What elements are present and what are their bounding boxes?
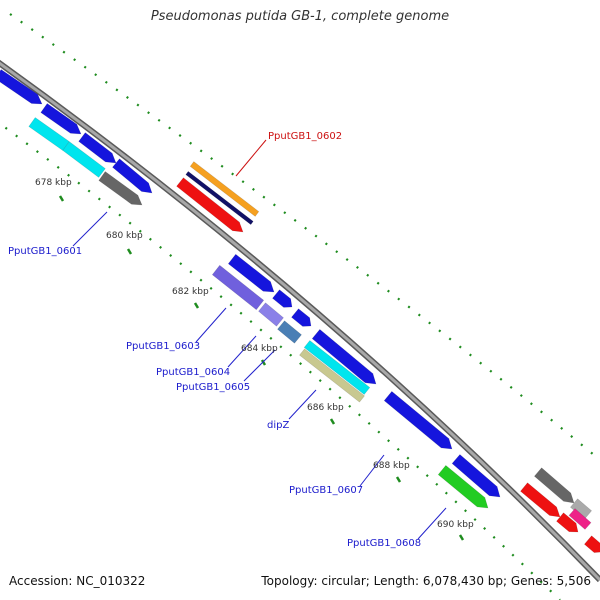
gene-arrow bbox=[176, 177, 244, 233]
leader-line-pputgb1-0601 bbox=[72, 211, 108, 247]
kbp-tick-mark bbox=[329, 418, 336, 425]
gene-arrow bbox=[258, 302, 284, 327]
gene-arrow bbox=[303, 340, 371, 395]
gene-arrow bbox=[556, 512, 579, 533]
kbp-tick-mark bbox=[126, 248, 133, 255]
gene-label-pputgb1-0604[interactable]: PputGB1_0604 bbox=[156, 367, 230, 378]
leader-line-pputgb1-0608 bbox=[417, 507, 447, 540]
gene-arrow bbox=[568, 508, 592, 530]
leader-line-pputgb1-0607 bbox=[359, 454, 385, 487]
gene-arrow bbox=[383, 390, 453, 450]
gene-arrow bbox=[78, 132, 117, 164]
gene-arrow bbox=[28, 117, 70, 151]
gene-arrow bbox=[311, 328, 377, 385]
genome-title: Pseudomonas putida GB-1, complete genome bbox=[150, 9, 450, 24]
gene-arrow bbox=[520, 482, 561, 518]
gene-arrow bbox=[62, 141, 106, 178]
genome-summary-text: Topology: circular; Length: 6,078,430 bp… bbox=[261, 574, 591, 588]
gene-features bbox=[0, 69, 600, 553]
leader-line-pputgb1-0605 bbox=[243, 349, 276, 382]
gene-arrow bbox=[277, 320, 302, 344]
accession-text: Accession: NC_010322 bbox=[9, 574, 146, 588]
gene-arrow bbox=[437, 464, 489, 509]
leader-line-pputgb1-0603 bbox=[195, 307, 227, 343]
gene-arrow bbox=[185, 170, 254, 226]
leader-line-pputgb1-0602 bbox=[235, 139, 267, 177]
gene-arrow bbox=[40, 103, 82, 135]
gene-arrow bbox=[272, 289, 293, 308]
dotted-guide-line bbox=[0, 122, 561, 600]
tick-label: 688 kbp bbox=[373, 461, 410, 471]
gene-label-pputgb1-0605[interactable]: PputGB1_0605 bbox=[176, 382, 250, 393]
dotted-guide-lines bbox=[0, 13, 600, 600]
kbp-tick-mark bbox=[458, 534, 465, 541]
tick-label: 680 kbp bbox=[106, 231, 143, 241]
tick-label: 684 kbp bbox=[241, 344, 278, 354]
gene-arrow bbox=[291, 308, 312, 327]
tick-label: 678 kbp bbox=[35, 178, 72, 188]
kbp-tick-mark bbox=[193, 302, 200, 309]
gene-label-pputgb1-0602[interactable]: PputGB1_0602 bbox=[268, 131, 342, 142]
leader-line-pputgb1-0604 bbox=[227, 335, 257, 368]
tick-label: 686 kbp bbox=[307, 403, 344, 413]
gene-arrow bbox=[189, 161, 260, 217]
label-leader-lines bbox=[72, 139, 447, 540]
gene-arrow bbox=[98, 171, 143, 206]
tick-label: 682 kbp bbox=[172, 287, 209, 297]
gene-label-pputgb1-0608[interactable]: PputGB1_0608 bbox=[347, 538, 421, 549]
gene-arrow bbox=[533, 467, 575, 504]
gene-arrow bbox=[0, 69, 43, 105]
gene-arrow bbox=[299, 348, 365, 403]
gene-label-dipz[interactable]: dipZ bbox=[267, 420, 289, 431]
gene-label-pputgb1-0607[interactable]: PputGB1_0607 bbox=[289, 485, 363, 496]
leader-line-dipz bbox=[288, 389, 317, 420]
kbp-tick-mark bbox=[58, 195, 65, 202]
gene-arrow bbox=[583, 535, 600, 553]
gene-arrow bbox=[112, 158, 153, 194]
kbp-tick-mark bbox=[260, 359, 267, 366]
gene-arrow bbox=[227, 253, 275, 293]
gene-arrow bbox=[211, 264, 265, 311]
gene-label-pputgb1-0603[interactable]: PputGB1_0603 bbox=[126, 341, 200, 352]
genome-backbone bbox=[0, 59, 600, 583]
kbp-tick-mark bbox=[395, 476, 402, 483]
tick-label: 690 kbp bbox=[437, 520, 474, 530]
dotted-guide-line bbox=[9, 13, 600, 461]
gene-arrow bbox=[451, 454, 501, 498]
gene-label-pputgb1-0601[interactable]: PputGB1_0601 bbox=[8, 246, 82, 257]
